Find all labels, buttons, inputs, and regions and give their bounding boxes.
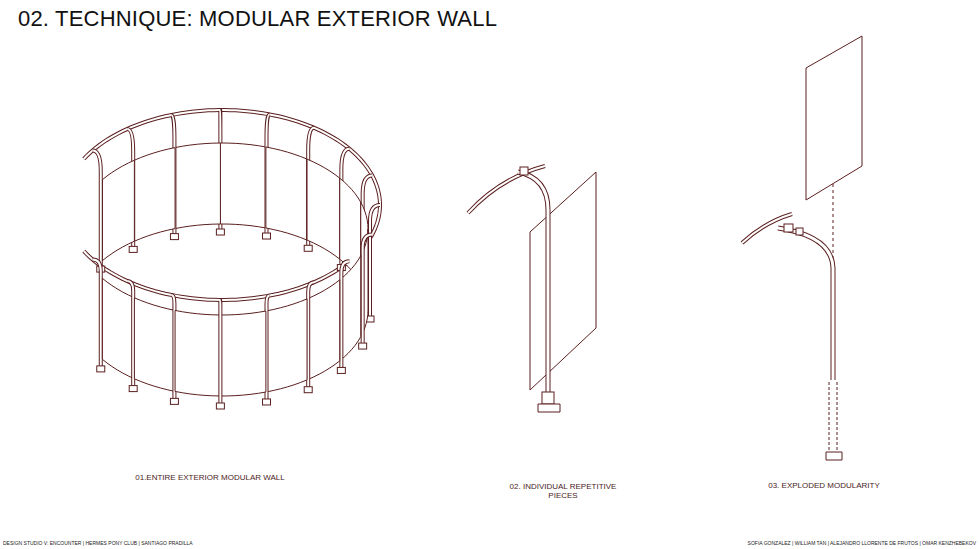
post-foot [337, 367, 345, 373]
clamp [796, 228, 803, 235]
post [778, 228, 833, 380]
post [518, 172, 548, 392]
footer-credit: SOFIA GONZALEZ | WILLIAM TAN | ALEJANDRO… [748, 540, 976, 546]
single-module [468, 166, 596, 412]
post [308, 282, 314, 386]
base-plate [538, 404, 560, 412]
post-foot [170, 234, 178, 240]
rail-segment [468, 166, 545, 213]
post [171, 295, 174, 398]
figure-caption: 02. INDIVIDUAL REPETITIVE PIECES [503, 482, 623, 500]
post [93, 151, 101, 267]
figure-caption: 01.ENTIRE EXTERIOR MODULAR WALL [100, 473, 320, 482]
wall-panel [220, 143, 265, 228]
modular-ring-wall [84, 110, 380, 409]
wall-panel [220, 311, 265, 396]
wall-panel [134, 148, 175, 242]
clamp [520, 167, 528, 175]
wall-panel [307, 159, 340, 259]
rail-segment [742, 214, 792, 243]
post [370, 205, 380, 316]
post [127, 281, 133, 386]
assembly-line [829, 382, 830, 452]
post [267, 296, 270, 399]
post [363, 235, 373, 344]
post [370, 205, 380, 316]
post [267, 296, 270, 399]
wall-panel [175, 310, 220, 396]
post [778, 228, 833, 380]
post-foot [359, 343, 367, 349]
wall-panel [307, 280, 340, 380]
post [341, 261, 349, 367]
post-foot [170, 398, 178, 404]
top-rail [84, 110, 380, 300]
wall-panel [806, 36, 862, 200]
wall-panel [175, 143, 220, 229]
post [341, 261, 349, 367]
post-foot [263, 233, 271, 239]
wall-panel [266, 147, 307, 240]
figure-caption: 03. EXPLODED MODULARITY [744, 481, 904, 490]
wall-panel [102, 160, 134, 260]
post [93, 259, 101, 365]
post [308, 282, 314, 386]
post-foot [129, 386, 137, 392]
post-foot [542, 392, 554, 404]
wall-panel [102, 278, 134, 378]
post [219, 300, 221, 403]
assembly-line [833, 184, 834, 262]
wall-panel [134, 298, 175, 392]
post-foot [263, 399, 271, 405]
wall-panel [266, 299, 307, 392]
base-plate [826, 452, 842, 460]
clamp [784, 224, 793, 232]
post-foot [216, 403, 224, 409]
exploded-module [742, 36, 862, 460]
post [93, 151, 101, 267]
footer-credit: DESIGN STUDIO V: ENCOUNTER | HERMES PONY… [3, 540, 193, 546]
wall-panel [530, 172, 596, 390]
post [218, 300, 222, 403]
rail-segment [468, 166, 545, 213]
post-foot [129, 246, 137, 252]
post [127, 281, 133, 386]
post-foot [97, 366, 105, 372]
top-rail [84, 110, 380, 300]
post [518, 172, 548, 392]
post-foot [304, 387, 312, 393]
post [363, 235, 373, 344]
post-foot [216, 229, 224, 235]
rail-segment [742, 214, 792, 243]
page-title: 02. TECHNIQUE: MODULAR EXTERIOR WALL [18, 6, 497, 32]
post [171, 295, 174, 398]
post-foot [304, 245, 312, 251]
post [93, 259, 101, 365]
assembly-line [837, 382, 838, 452]
